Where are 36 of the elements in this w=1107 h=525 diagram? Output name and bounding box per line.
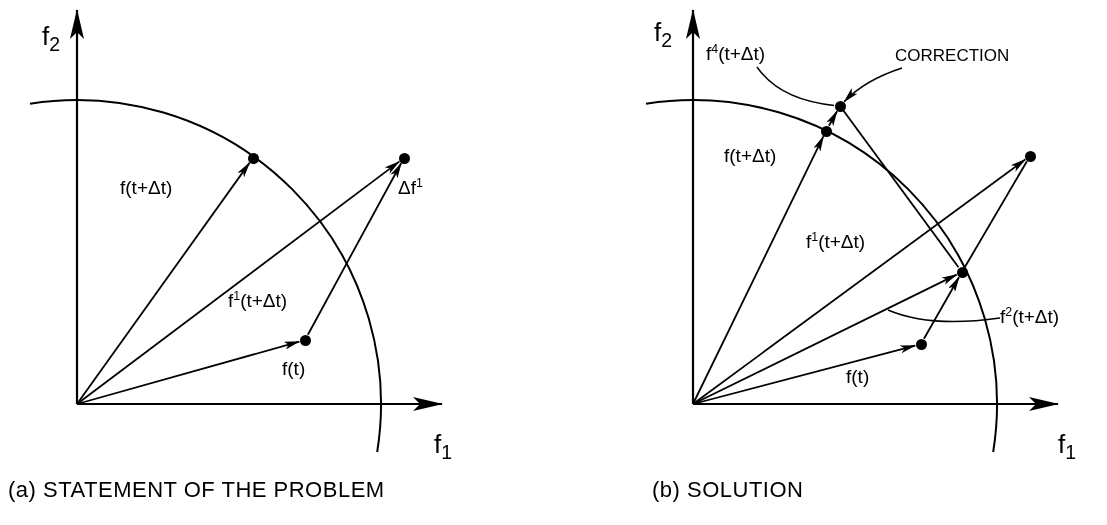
axis-label: f$_{2}$ (42, 22, 61, 56)
vector-arrow (76, 162, 251, 405)
leader-line (843, 67, 903, 103)
axis-label: f$_{1}$ (1058, 430, 1077, 464)
point-dot (956, 266, 968, 278)
vector-label: Δf$^{1}$ (398, 176, 423, 200)
leader-line (887, 309, 1001, 323)
callout-label: f$^{4}$(t+Δt) (706, 42, 766, 66)
vector-arrow (306, 162, 403, 336)
point-dot (834, 100, 846, 112)
vector-arrow (692, 344, 917, 405)
leader-line (756, 66, 835, 107)
panel-caption: (b) SOLUTION (652, 478, 804, 503)
axis-label: f$_{2}$ (654, 18, 673, 52)
vector-arrow (826, 110, 838, 127)
vector-label: f(t) (282, 358, 306, 381)
vector-arrow (76, 340, 301, 405)
vector-arrow (692, 158, 1027, 405)
point-dot (915, 338, 927, 350)
vector-arrow (76, 160, 401, 405)
vector-arrow (692, 135, 825, 405)
vector-label: f(t) (846, 366, 870, 389)
callout-label: f$^{2}$(t+Δt) (1000, 305, 1060, 329)
panel-caption: (a) STATEMENT OF THE PROBLEM (8, 478, 385, 503)
point-dot (398, 152, 410, 164)
vector-label: f$^{1}$(t+Δt) (806, 230, 866, 254)
point-dot (1024, 150, 1036, 162)
vector-label: f(t+Δt) (724, 145, 777, 168)
point-dot (247, 152, 259, 164)
callout-label: CORRECTION (895, 46, 1010, 67)
vector-label: f$^{1}$(t+Δt) (228, 289, 288, 313)
vector-arrow (923, 276, 960, 340)
vector-label: f(t+Δt) (120, 177, 173, 200)
point-dot (820, 125, 832, 137)
axis-label: f$_{1}$ (434, 430, 453, 464)
point-dot (299, 334, 311, 346)
